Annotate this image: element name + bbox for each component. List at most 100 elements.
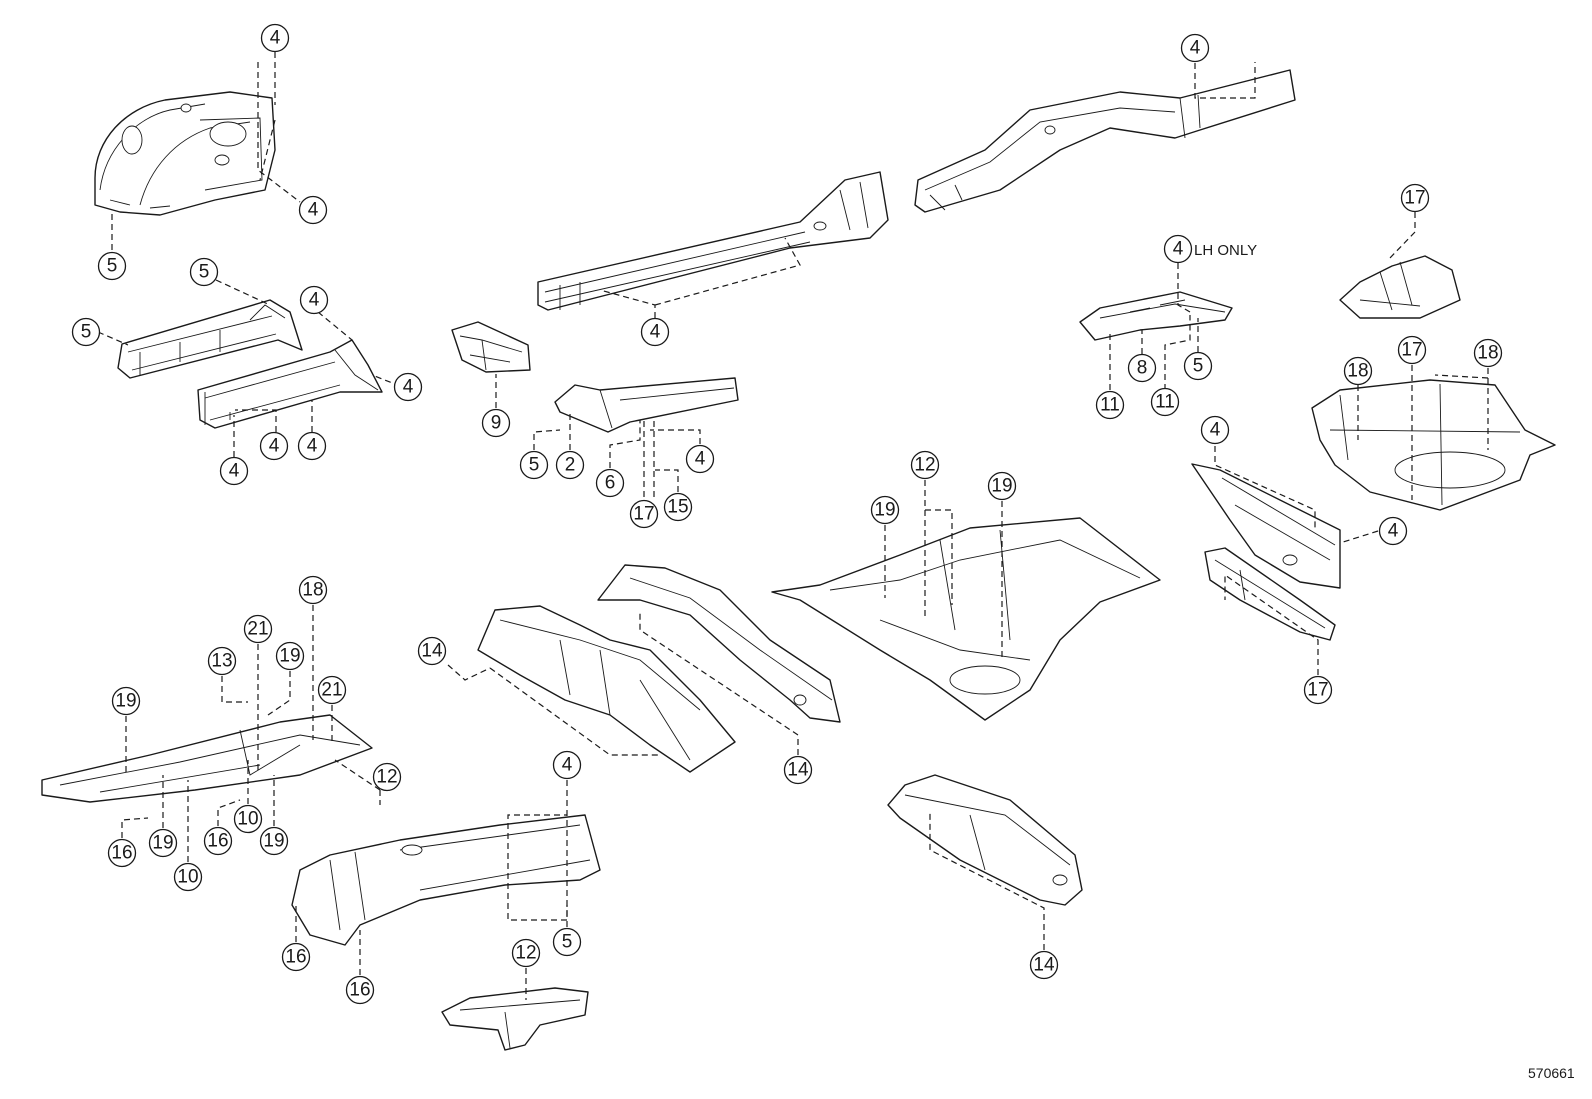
front-side-member-upper [117, 299, 303, 379]
callout-c41: 12 [372, 762, 402, 792]
front-side-member-lower [197, 339, 383, 429]
svg-text:9: 9 [491, 413, 502, 434]
svg-text:10: 10 [237, 809, 258, 830]
svg-text:18: 18 [302, 580, 323, 601]
svg-text:4: 4 [229, 461, 240, 482]
svg-text:4: 4 [1190, 38, 1201, 59]
callout-c19: 4 [1180, 33, 1210, 63]
svg-text:16: 16 [207, 831, 228, 852]
callout-c02: 4 [298, 195, 328, 225]
callout-c42: 16 [107, 838, 137, 868]
svg-text:14: 14 [1033, 955, 1055, 976]
callout-c21: 8 [1127, 353, 1157, 383]
callout-c27: 18 [1343, 356, 1373, 386]
callout-c35: 19 [111, 686, 141, 716]
svg-text:19: 19 [874, 500, 895, 521]
svg-text:17: 17 [1307, 680, 1328, 701]
svg-text:13: 13 [211, 651, 232, 672]
callout-c46: 10 [233, 804, 263, 834]
callout-c04: 5 [189, 257, 219, 287]
svg-text:19: 19 [263, 831, 284, 852]
rear-floor-crossmember-part-8 [1079, 291, 1233, 341]
svg-text:4: 4 [307, 436, 318, 457]
svg-text:4: 4 [650, 322, 661, 343]
callout-c05: 5 [71, 317, 101, 347]
callout-c12: 9 [481, 408, 511, 438]
front-floor-pan [41, 714, 373, 803]
svg-text:16: 16 [349, 980, 370, 1001]
rear-crossmember-lower [1204, 547, 1336, 641]
callout-c08: 4 [259, 431, 289, 461]
callout-c51: 5 [552, 927, 582, 957]
callout-c34: 19 [987, 471, 1017, 501]
svg-text:17: 17 [1401, 340, 1422, 361]
svg-text:4: 4 [1173, 239, 1184, 260]
callout-c47: 19 [259, 826, 289, 856]
callout-c44: 10 [173, 862, 203, 892]
rear-floor-crossmember-part-14 [887, 774, 1083, 906]
svg-text:5: 5 [1193, 356, 1204, 377]
callout-c50: 4 [552, 750, 582, 780]
svg-text:12: 12 [914, 455, 935, 476]
svg-text:14: 14 [421, 641, 443, 662]
front-floor-side-member [537, 171, 889, 311]
svg-text:11: 11 [1100, 395, 1120, 416]
callout-c38: 19 [275, 641, 305, 671]
svg-text:5: 5 [529, 455, 540, 476]
callout-c18: 15 [663, 492, 693, 522]
svg-text:4: 4 [269, 436, 280, 457]
callout-c36: 13 [207, 646, 237, 676]
callout-c23: 11 [1150, 387, 1180, 417]
callout-c33: 19 [870, 495, 900, 525]
svg-text:5: 5 [81, 322, 92, 343]
callout-c03: 5 [97, 251, 127, 281]
dash-panel-outer [597, 564, 841, 723]
callout-c01: 4 [260, 23, 290, 53]
bracket-part-9 [451, 321, 531, 373]
callout-c55: 14 [1029, 950, 1059, 980]
svg-text:5: 5 [107, 256, 118, 277]
callout-c24: 5 [1183, 351, 1213, 381]
figure-reference-number: 570661 [1528, 1065, 1575, 1081]
svg-text:19: 19 [152, 833, 173, 854]
front-apron-panel [94, 91, 276, 216]
svg-text:19: 19 [279, 646, 300, 667]
svg-text:4: 4 [308, 200, 319, 221]
callout-c45: 16 [203, 826, 233, 856]
callout-c37: 21 [243, 614, 273, 644]
callout-c28: 18 [1473, 338, 1503, 368]
callout-c40: 21 [317, 675, 347, 705]
callout-c09: 4 [297, 431, 327, 461]
svg-text:12: 12 [376, 767, 397, 788]
callout-c22: 11 [1095, 390, 1125, 420]
callout-c10: 4 [219, 456, 249, 486]
callout-c11: 4 [640, 317, 670, 347]
callout-c31: 17 [1303, 675, 1333, 705]
rear-crossmember-upper [1191, 463, 1341, 589]
callout-c06: 4 [299, 285, 329, 315]
svg-text:10: 10 [177, 867, 198, 888]
rear-floor-pan-tub [1311, 379, 1556, 511]
leader-lines [97, 52, 1489, 1000]
svg-text:5: 5 [562, 932, 573, 953]
svg-text:5: 5 [199, 262, 210, 283]
svg-text:17: 17 [633, 504, 654, 525]
svg-text:4: 4 [403, 377, 414, 398]
svg-text:18: 18 [1477, 343, 1498, 364]
rear-floor-pan-upper-17 [1339, 255, 1461, 319]
callout-c39: 18 [298, 575, 328, 605]
callout-c49: 14 [783, 755, 813, 785]
svg-text:12: 12 [515, 943, 536, 964]
svg-text:15: 15 [667, 497, 688, 518]
callout-c52: 16 [281, 942, 311, 972]
floor-reinforcement-part-2 [554, 377, 739, 433]
callout-c07: 4 [393, 372, 423, 402]
svg-text:4: 4 [695, 449, 706, 470]
floor-tunnel-panel [291, 814, 601, 946]
callout-c43: 19 [148, 828, 178, 858]
callout-c16: 4 [685, 444, 715, 474]
svg-text:21: 21 [321, 680, 342, 701]
rear-floor-side-member [914, 69, 1296, 213]
